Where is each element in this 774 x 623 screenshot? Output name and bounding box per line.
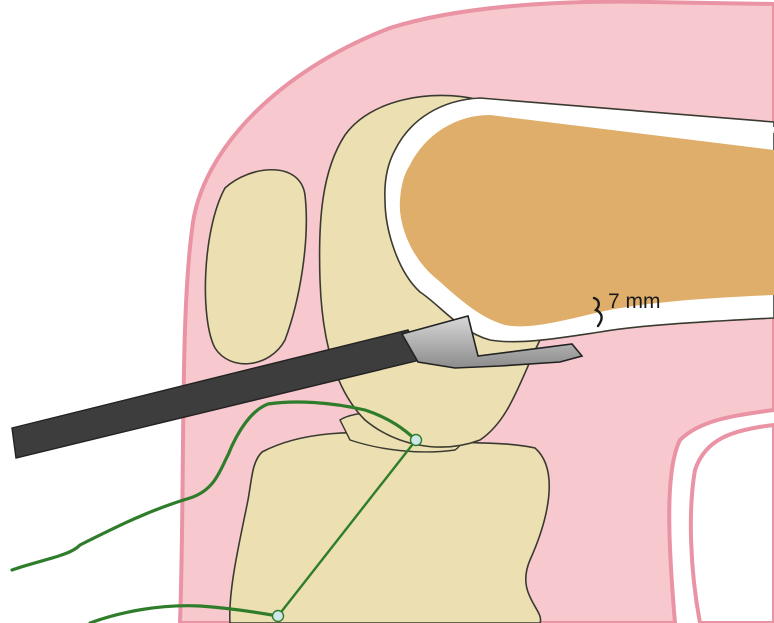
- shaft-marrow: [400, 115, 774, 326]
- lower-bone: [230, 433, 549, 623]
- suture-anchor-lower: [273, 611, 284, 622]
- tissue-gap: [691, 425, 774, 623]
- suture-anchor-upper: [411, 435, 422, 446]
- measurement-label: 7 mm: [608, 290, 661, 313]
